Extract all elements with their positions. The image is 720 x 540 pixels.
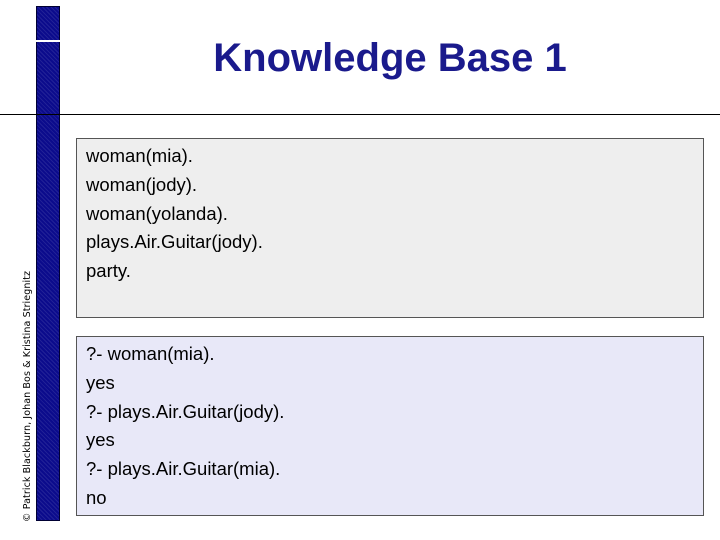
fact-line: party.	[86, 260, 131, 282]
fact-line: plays.Air.Guitar(jody).	[86, 231, 263, 253]
slide-title: Knowledge Base 1	[213, 36, 567, 80]
fact-line: woman(mia).	[86, 145, 193, 166]
query-line: ?- plays.Air.Guitar(jody).	[86, 400, 285, 422]
answer-line: yes	[86, 371, 115, 393]
copyright-notice: © Patrick Blackburn, Johan Bos & Kristin…	[22, 270, 33, 522]
knowledge-base-box: woman(mia). woman(jody). woman(yolanda).…	[76, 138, 704, 318]
side-bar-accent	[36, 40, 60, 42]
fact-line: woman(jody).	[86, 173, 198, 195]
title-divider	[0, 114, 720, 115]
answer-line: no	[86, 486, 107, 508]
fact-line: woman(yolanda).	[86, 202, 228, 224]
query-line: ?- woman(mia).	[86, 343, 215, 364]
answer-line: yes	[86, 429, 115, 451]
side-bar	[36, 6, 60, 521]
query-line: ?- plays.Air.Guitar(mia).	[86, 458, 281, 480]
query-box: ?- woman(mia). yes ?- plays.Air.Guitar(j…	[76, 336, 704, 516]
